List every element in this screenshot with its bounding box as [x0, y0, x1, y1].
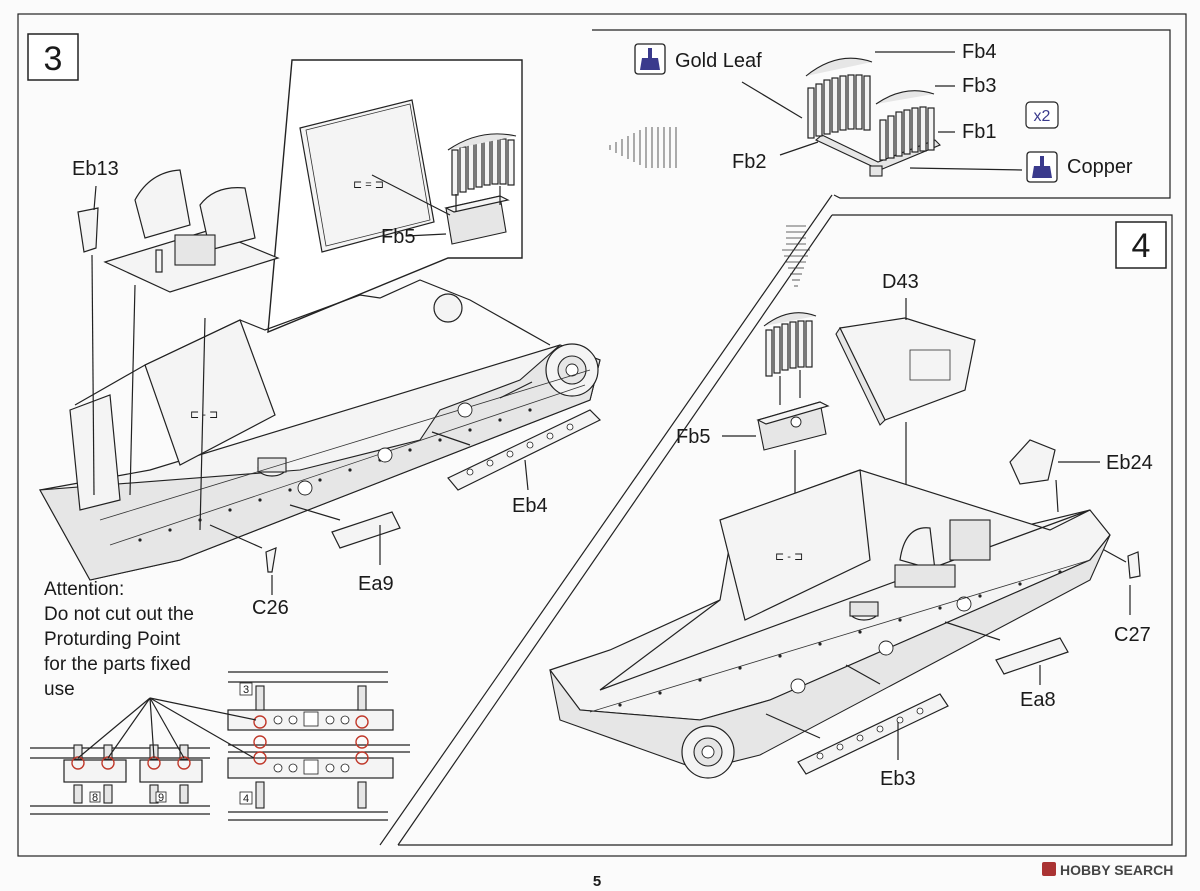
subassembly-label-fb1: Fb1 — [962, 121, 996, 143]
step4-label-eb24: Eb24 — [1106, 452, 1153, 474]
part-eb4 — [447, 409, 602, 491]
paint-brush-icon — [1026, 151, 1058, 183]
step4-number: 4 — [1132, 227, 1151, 265]
svg-text:⊏ - ⊐: ⊏ - ⊐ — [775, 551, 803, 563]
step3-label-ea9: Ea9 — [358, 573, 394, 595]
subassembly-frame — [592, 29, 1171, 199]
attention-line-3: Proturding Point — [44, 629, 181, 650]
step4-number-box: 4 — [1115, 221, 1167, 269]
page-frame — [17, 13, 1187, 857]
part-fb5-step4 — [756, 401, 830, 451]
part-c26 — [265, 547, 277, 573]
step3-hull: ⊏ - ⊐ — [39, 279, 601, 581]
part-eb24 — [1009, 439, 1056, 485]
attention-line-2: Do not cut out the — [44, 604, 194, 625]
attention-line-1: Attention: — [44, 579, 124, 600]
part-eb3 — [797, 693, 949, 775]
step4-label-c27: C27 — [1114, 624, 1151, 646]
step4-frame — [398, 214, 1173, 846]
step4-label-d43: D43 — [882, 271, 919, 293]
step3-label-fb5: Fb5 — [381, 226, 415, 248]
sprue-number-8: 8 — [92, 792, 98, 804]
step3-label-c26: C26 — [252, 597, 289, 619]
watermark-text: HOBBY SEARCH — [1060, 862, 1173, 878]
quantity-badge: x2 — [1025, 101, 1059, 129]
watermark: HOBBY SEARCH — [1042, 862, 1173, 878]
sprue-number-9: 9 — [158, 792, 164, 804]
step4-label-eb3: Eb3 — [880, 768, 916, 790]
quantity-x2: x2 — [1034, 108, 1051, 125]
step3-label-eb4: Eb4 — [512, 495, 548, 517]
seats-step4 — [894, 519, 991, 588]
attention-line-4: for the parts fixed — [44, 654, 191, 675]
sprue-number-4: 4 — [243, 793, 249, 805]
svg-text:⊏ = ⊐: ⊏ = ⊐ — [353, 179, 384, 191]
step3-number-box: 3 — [27, 33, 79, 81]
step4-arrow-down-icon — [782, 225, 810, 287]
paint-brush-icon — [634, 43, 666, 75]
paint-label-gold-leaf: Gold Leaf — [675, 50, 762, 72]
part-ea9 — [331, 511, 401, 549]
part-ea8 — [995, 637, 1069, 675]
part-d43 — [835, 317, 976, 426]
subassembly-label-fb2: Fb2 — [732, 151, 766, 173]
page-number: 5 — [593, 873, 601, 890]
sprue-number-3: 3 — [243, 684, 249, 696]
svg-text:⊏ - ⊐: ⊏ - ⊐ — [190, 409, 218, 421]
part-c27 — [1127, 551, 1141, 579]
part-eb13 — [77, 207, 99, 253]
step4-label-ea8: Ea8 — [1020, 689, 1056, 711]
subassembly-arrow-left-icon — [609, 127, 677, 168]
step3-label-eb13: Eb13 — [72, 158, 119, 180]
subassembly-label-fb3: Fb3 — [962, 75, 996, 97]
attention-note: Attention: Do not cut out the Proturding… — [44, 579, 194, 700]
step3-seat-assembly — [103, 169, 280, 293]
step4-divider — [397, 214, 833, 846]
sprue-detail-right: 3 4 — [227, 671, 410, 821]
ammo-rack-subassembly — [805, 57, 941, 177]
ammo-rack-inset — [447, 133, 517, 196]
ammo-rack-step4 — [763, 312, 817, 377]
attention-line-5: use — [44, 679, 75, 700]
paint-label-copper: Copper — [1067, 156, 1133, 178]
step3-divider — [379, 194, 833, 846]
step4-hull: ⊏ - ⊐ — [549, 469, 1111, 779]
step4-label-fb5: Fb5 — [676, 426, 710, 448]
attention-pointer-lines — [77, 697, 257, 759]
step3-number: 3 — [44, 40, 63, 78]
step3-detail-inset: ⊏ = ⊐ Fb5 — [267, 59, 523, 334]
subassembly-label-fb4: Fb4 — [962, 41, 996, 63]
